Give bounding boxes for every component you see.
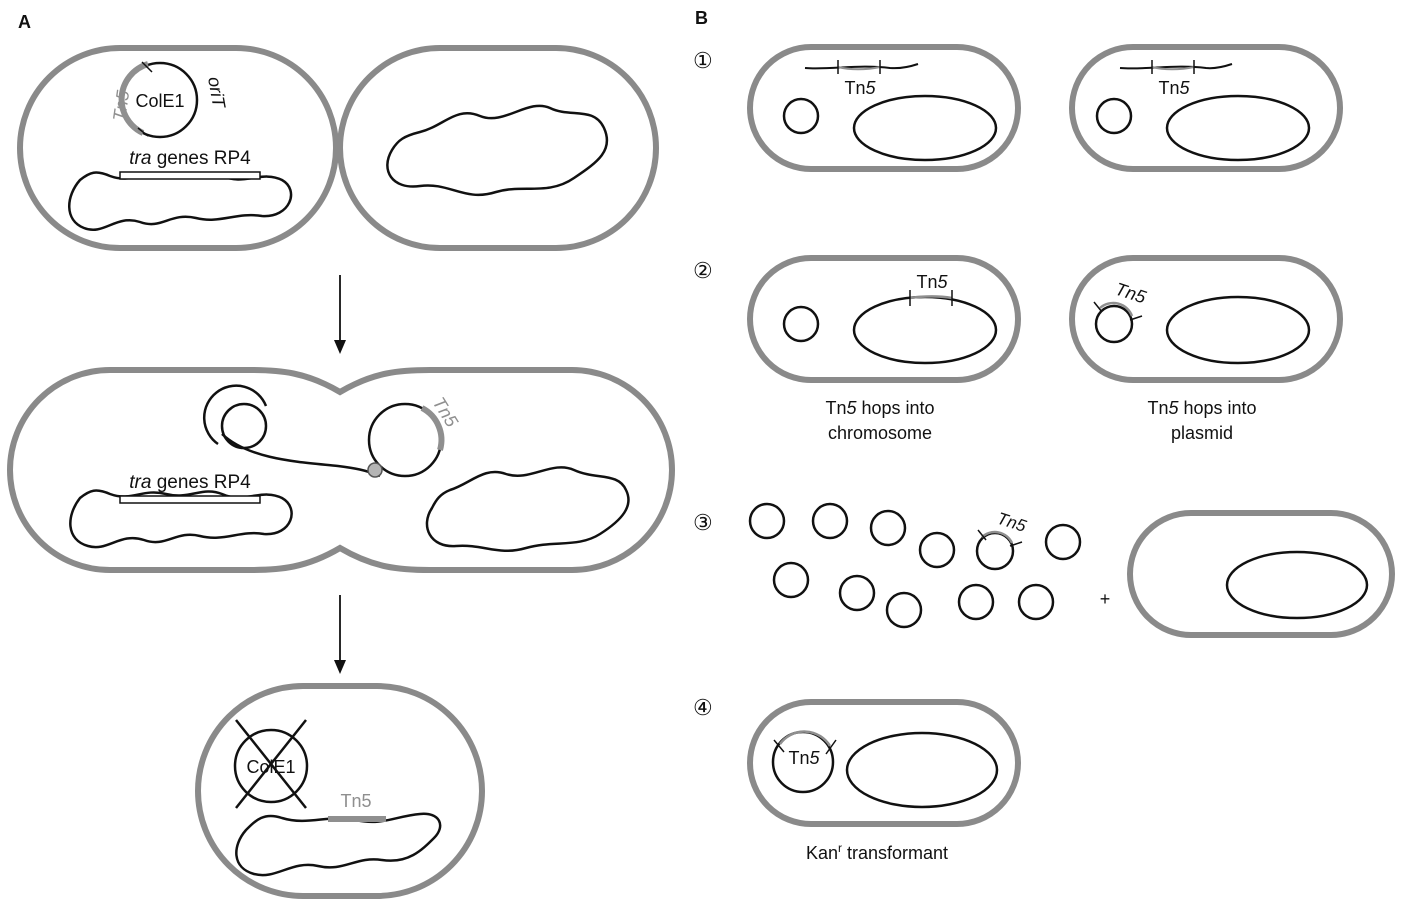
step2-cell-chromosome-insertion: Tn5 [750,258,1018,380]
step3-recipient-cell [1130,513,1392,635]
plasmid [750,504,784,538]
linear-dna-with-tn5 [1120,64,1232,68]
recipient-chromosome [387,106,607,195]
cole1-label: ColE1 [135,91,184,111]
tra-genes-label: tra genes RP4 [129,148,251,169]
arrowhead-1 [334,340,346,354]
arrowhead-2 [334,660,346,674]
chromosome [1167,96,1309,160]
cell-wall [1072,258,1340,380]
transferred-strand [222,434,380,476]
step-4-marker: ④ [693,695,713,720]
plasmid [959,585,993,619]
donor-chromosome [69,173,291,230]
step1-cell-left: Tn5 [750,47,1018,169]
plasmid [813,504,847,538]
tn5-label-vertical: Tn5 [109,88,133,122]
panel-a-label: A [18,12,31,32]
mating-pair: Tn5 tra genes RP4 [10,370,672,570]
tra-genes-bar [120,172,260,179]
tn5-label-transfer: Tn5 [429,394,463,432]
recipient-cell-top [340,48,656,248]
donor-cell-top: ColE1 Tn5 oriT tra genes RP4 [20,48,336,248]
recipient-cell-result: ColE1 Tn5 [198,686,482,896]
single-strand-loop [204,386,266,444]
orit-label: oriT [204,75,229,111]
plasmid [784,307,818,341]
tn5-label: Tn5 [788,748,820,768]
step-3-marker: ③ [693,510,713,535]
caption-hops-into-plasmid-line1: Tn5 hops into [1147,398,1256,418]
chromosome [854,297,996,363]
tn5-on-plasmid [780,732,830,746]
tra-genes-label-mating: tra genes RP4 [129,472,251,493]
tn5-label: Tn5 [916,272,948,292]
panel-b: ① Tn5 Tn5 ② [693,47,1392,863]
caption-hops-into-plasmid-line2: plasmid [1171,423,1233,443]
plasmid [784,99,818,133]
recipient-cell-wall [340,48,656,248]
step4-transformant-cell: Tn5 [750,702,1018,824]
step-1-marker: ① [693,48,713,73]
donor-plasmid-transferring [222,404,266,448]
relaxase-protein [368,463,382,477]
plasmid [1046,525,1080,559]
purified-plasmids: Tn5 [750,504,1080,627]
caption-hops-into-chromosome-line1: Tn5 hops into [825,398,934,418]
cole1-lost-label: ColE1 [246,757,295,777]
recipient-chromosome-mating [427,467,629,550]
step1-cell-right: Tn5 [1072,47,1340,169]
plus-sign: + [1100,589,1111,609]
chromosome [847,733,997,807]
plasmid [1097,99,1131,133]
step-2-marker: ② [693,258,713,283]
linear-dna-with-tn5 [805,64,918,68]
tn5-chromosome-label: Tn5 [340,791,371,811]
plasmid [774,563,808,597]
plasmid [887,593,921,627]
chromosome [854,96,996,160]
kan-transformant-caption: Kanr transformant [806,841,948,863]
caption-hops-into-chromosome-line2: chromosome [828,423,932,443]
panel-b-label: B [695,8,708,28]
tn5-label: Tn5 [1158,78,1190,98]
cell-wall [1130,513,1392,635]
panel-a: ColE1 Tn5 oriT tra genes RP4 Tn5 tra [10,48,672,896]
cell-wall [1072,47,1340,169]
chromosome [1167,297,1309,363]
step2-cell-plasmid-insertion: Tn5 [1072,258,1340,380]
plasmid [840,576,874,610]
cell-wall [750,258,1018,380]
result-chromosome [236,814,440,875]
tn5-label: Tn5 [844,78,876,98]
plasmid [1019,585,1053,619]
chromosome [1227,552,1367,618]
tra-genes-bar-mating [120,496,260,503]
plasmid [920,533,954,567]
plasmid [871,511,905,545]
